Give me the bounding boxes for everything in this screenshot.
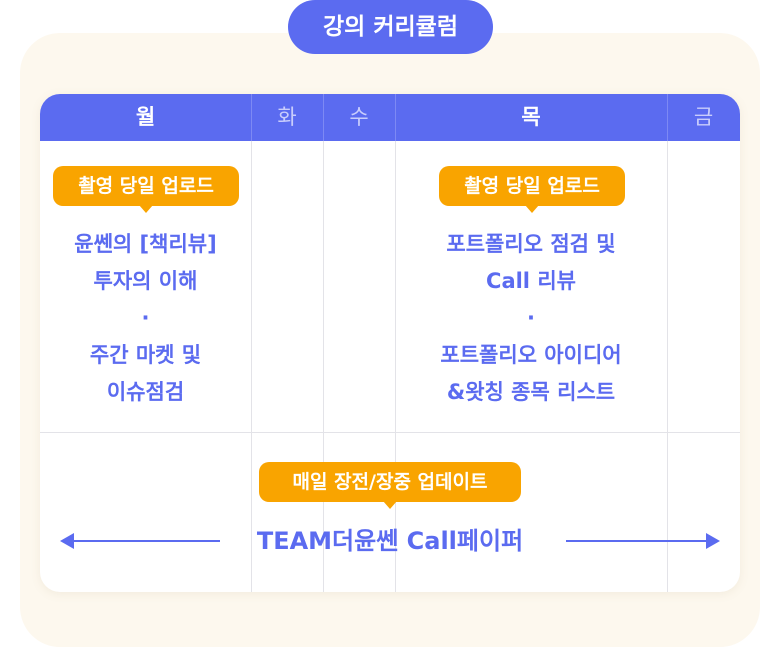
header-divider — [667, 94, 668, 141]
column-divider — [323, 94, 324, 592]
thursday-line-4: &왓칭 종목 리스트 — [446, 380, 616, 404]
weekday-header: 월 화 수 목 금 — [40, 94, 740, 141]
day-monday: 월 — [135, 105, 156, 129]
header-divider — [395, 94, 396, 141]
day-wednesday: 수 — [349, 105, 369, 129]
column-divider — [395, 94, 396, 592]
thursday-separator: · — [527, 306, 535, 330]
day-thursday: 목 — [521, 105, 541, 129]
column-divider — [251, 94, 252, 592]
monday-line-2: 투자의 이해 — [93, 269, 198, 293]
monday-line-3: 주간 마켓 및 — [89, 343, 202, 367]
thursday-line-2: Call 리뷰 — [486, 269, 576, 293]
schedule-table: 월 화 수 목 금 촬영 당일 업로드 윤쎈의 [책리뷰] 투자의 이해 · 주… — [40, 94, 740, 592]
monday-upload-badge: 촬영 당일 업로드 — [53, 166, 239, 213]
arrow-right-icon — [566, 533, 720, 549]
daily-update-badge: 매일 장전/장중 업데이트 — [259, 462, 521, 509]
arrow-left-icon — [60, 533, 220, 549]
curriculum-title: 강의 커리큘럼 — [288, 0, 493, 54]
day-tuesday: 화 — [277, 105, 297, 129]
thursday-upload-badge: 촬영 당일 업로드 — [439, 166, 625, 213]
monday-content: 윤쎈의 [책리뷰] 투자의 이해 · 주간 마켓 및 이슈점검 — [40, 226, 251, 411]
day-friday: 금 — [693, 105, 714, 129]
row-divider — [40, 432, 740, 433]
daily-program-title: TEAM더윤쎈 Call페이퍼 — [256, 527, 524, 555]
column-divider — [667, 94, 668, 592]
monday-separator: · — [141, 306, 150, 330]
monday-line-1: 윤쎈의 [책리뷰] — [74, 232, 217, 256]
monday-line-4: 이슈점검 — [106, 380, 185, 404]
thursday-line-3: 포트폴리오 아이디어 — [440, 343, 622, 367]
thursday-line-1: 포트폴리오 점검 및 — [446, 232, 616, 256]
header-divider — [323, 94, 324, 141]
thursday-content: 포트폴리오 점검 및 Call 리뷰 · 포트폴리오 아이디어 &왓칭 종목 리… — [395, 226, 667, 411]
header-divider — [251, 94, 252, 141]
